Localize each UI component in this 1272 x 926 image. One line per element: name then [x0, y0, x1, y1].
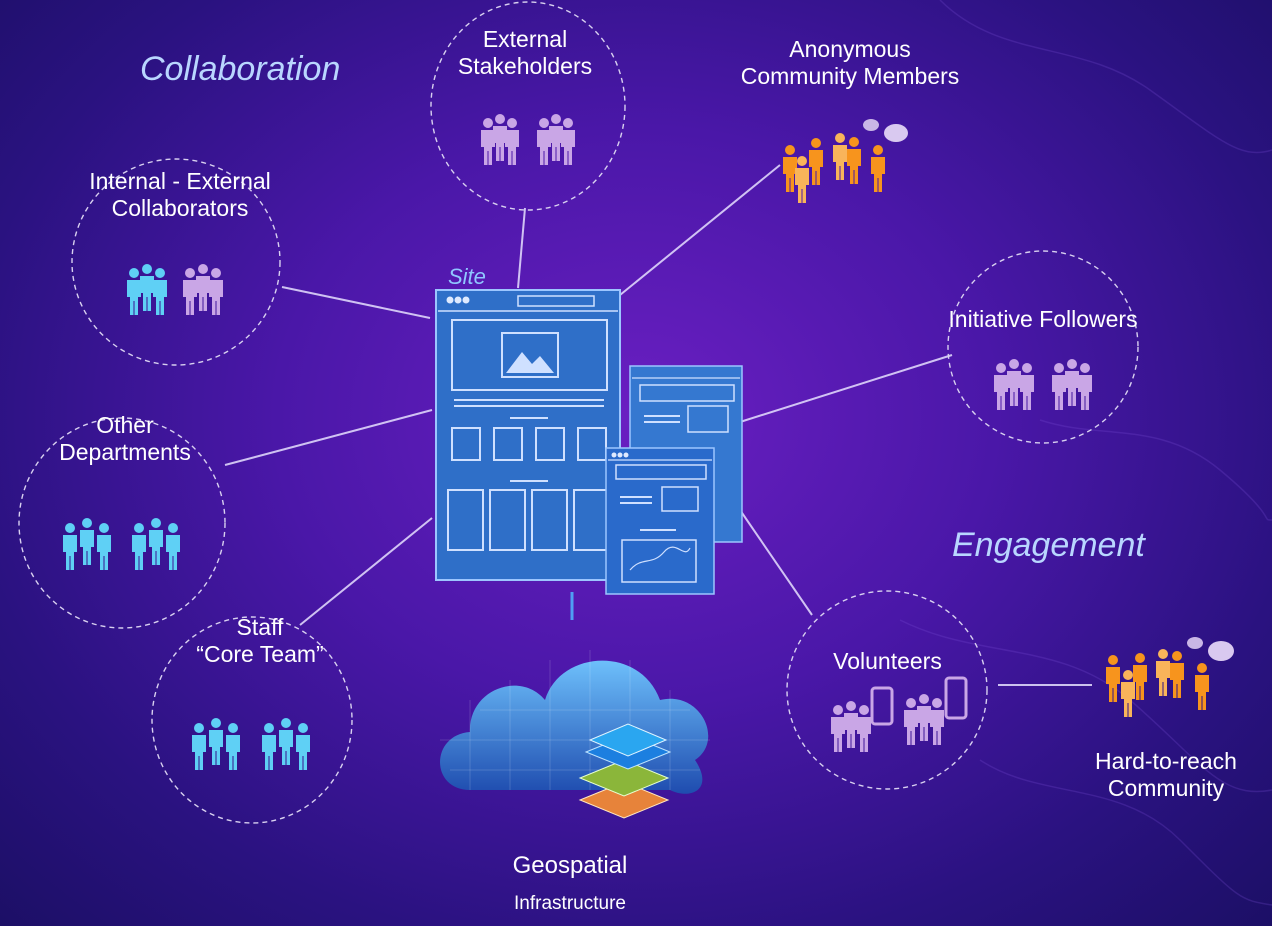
site-label: Site [448, 264, 486, 289]
label-line: Staff [236, 614, 284, 640]
connector-external-stakeholders [517, 207, 526, 289]
people-chat-icon [1106, 637, 1234, 717]
label-line: Anonymous [789, 36, 911, 62]
map-layers-icon [578, 723, 672, 819]
label-line: Community Members [740, 63, 960, 89]
circle-volunteers [786, 590, 988, 790]
terrain-texture [899, 0, 1272, 906]
engagement-title: Engagement [952, 526, 1145, 564]
group-label-other-departments: Other Departments [30, 412, 220, 466]
connector-anonymous-community [619, 164, 781, 296]
label-line: Other [96, 412, 154, 438]
group-label-staff-core-team: Staff “Core Team” [170, 614, 350, 668]
cloud-label: Geospatial [512, 852, 628, 879]
cloud-icon [440, 650, 710, 794]
circle-external-stakeholders [430, 1, 626, 211]
label-line: External [482, 26, 568, 52]
site-window-icon [435, 289, 621, 581]
circle-staff-core-team [151, 616, 353, 824]
label-line: Hard-to-reach [1095, 748, 1237, 774]
group-label-anonymous-community: Anonymous Community Members [690, 36, 1010, 90]
circle-internal-external [71, 158, 281, 366]
people-group-icon [481, 114, 575, 165]
label-line: “Core Team” [196, 641, 324, 667]
people-chat-icon [783, 119, 908, 203]
group-label-internal-external: Internal - External Collaborators [50, 168, 310, 222]
label-line: Initiative Followers [948, 306, 1138, 332]
connector-volunteers [739, 509, 813, 616]
group-circles [18, 1, 1139, 824]
people-group-icon [63, 518, 180, 570]
collaboration-title: Collaboration [140, 50, 341, 88]
group-label-volunteers: Volunteers [800, 648, 975, 675]
connector-other-departments [224, 409, 433, 466]
label-line: Volunteers [833, 648, 942, 674]
connector-lines [224, 164, 1092, 686]
people-group-icon [183, 264, 223, 315]
group-label-initiative-followers: Initiative Followers [918, 306, 1168, 333]
label-line: Stakeholders [457, 53, 593, 79]
label-line: Departments [59, 439, 191, 465]
people-mobile-icon [831, 676, 968, 752]
label-line: Community [1107, 775, 1225, 801]
cloud-sublabel: Infrastructure [514, 893, 626, 914]
label-line: Internal - External [89, 168, 271, 194]
people-group-icon [192, 718, 310, 770]
people-group-icon [127, 264, 167, 315]
circle-other-departments [18, 417, 226, 629]
site-window-secondary-icon [605, 365, 743, 595]
connector-initiative-followers [739, 354, 953, 423]
circle-initiative-followers [947, 250, 1139, 444]
connector-internal-external [281, 286, 431, 319]
people-group-icon [994, 359, 1092, 410]
group-label-external-stakeholders: External Stakeholders [430, 26, 620, 80]
connector-staff-core-team [299, 517, 433, 626]
label-line: Collaborators [111, 195, 249, 221]
group-label-hard-to-reach: Hard-to-reach Community [1060, 748, 1272, 802]
